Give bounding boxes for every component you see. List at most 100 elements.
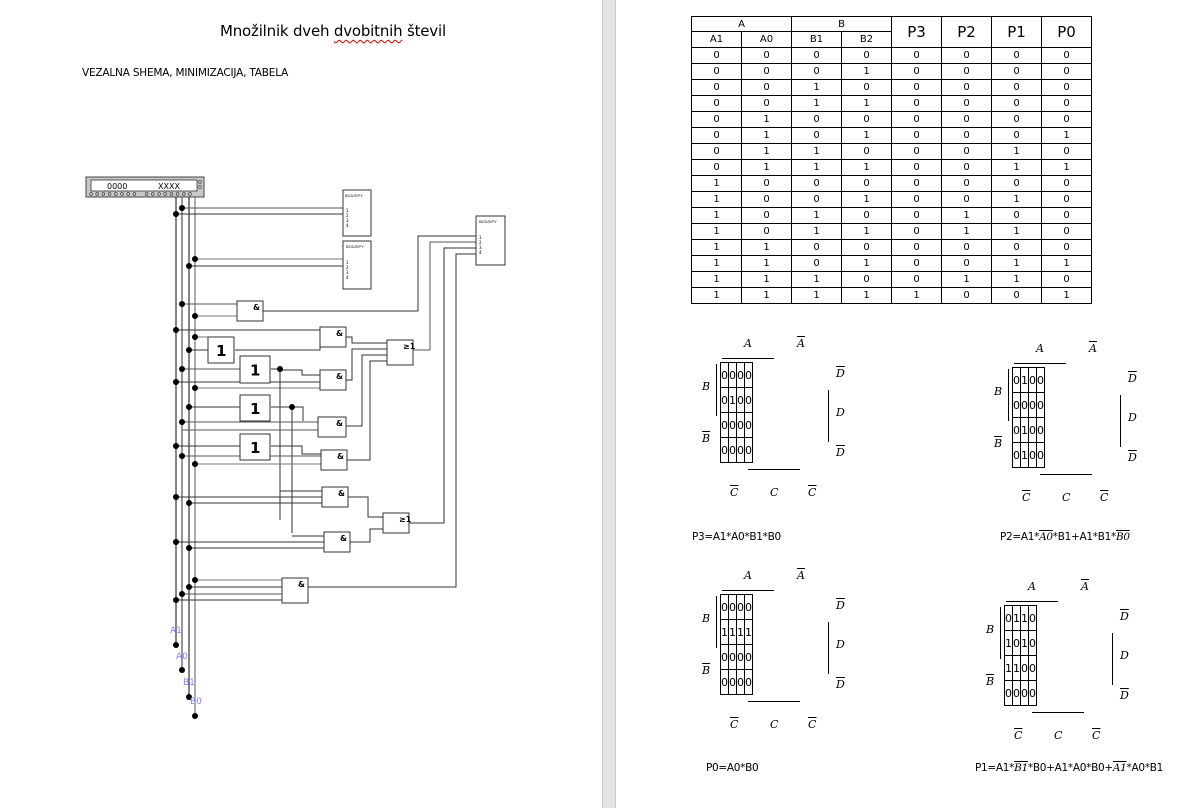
kmap-label-right-d: D [836, 638, 845, 651]
table-cell: 0 [841, 47, 892, 64]
table-cell: 0 [691, 111, 742, 128]
table-cell: 1 [991, 159, 1042, 176]
table-cell: 1 [741, 159, 792, 176]
table-cell: 0 [941, 287, 992, 304]
kmap-cell: 0 [720, 594, 729, 620]
kmap-bar-d [1112, 633, 1113, 685]
display-pin-label: 2 [346, 213, 349, 218]
wire [263, 235, 476, 312]
bcd-display-3[interactable]: BCD/DPY [475, 215, 506, 266]
table-cell: 1 [841, 255, 892, 272]
generator-pin [114, 192, 118, 196]
bcd-display-1[interactable]: BCD/DPY [342, 189, 372, 237]
display-label: BCD/DPY [346, 244, 364, 249]
kmap-bar-a [1006, 601, 1058, 602]
table-cell: 0 [891, 223, 942, 240]
table-cell: 1 [991, 223, 1042, 240]
table-cell: 1 [741, 127, 792, 144]
junction-dot [173, 443, 179, 449]
kmap-cell: 0 [720, 644, 729, 670]
table-cell: 0 [1041, 47, 1092, 64]
kmap-label-right-d1: D [1120, 610, 1129, 623]
formula-negated-term: A0 [1039, 531, 1053, 543]
display-pin-label: 3 [479, 245, 482, 250]
junction-dot [173, 494, 179, 500]
kmap-label-bottom-c2: C [1092, 729, 1101, 742]
bus-label: A1 [170, 626, 182, 636]
and-gate-p3-symbol: & [298, 580, 305, 589]
bcd-display-2[interactable]: BCD/DPY [342, 240, 372, 290]
table-cell: 0 [1041, 271, 1092, 288]
junction-dot [186, 347, 192, 353]
word-generator[interactable]: 0000 XXXX [85, 176, 205, 198]
kmap-label-right-d2: D [836, 446, 845, 459]
kmap-cell: 0 [1012, 680, 1021, 706]
kmap-label-bottom-c: C [1054, 729, 1063, 742]
kmap-label-bottom-c: C [770, 718, 779, 731]
kmap-cell: 0 [728, 594, 737, 620]
wire [409, 247, 476, 524]
table-cell: 0 [691, 95, 742, 112]
display-pin-label: 4 [346, 275, 349, 280]
display-pin-label: 3 [346, 218, 349, 223]
kmap-label-left-nb: B [702, 432, 711, 445]
and-gate-p1-b [319, 369, 347, 391]
junction-dot [289, 404, 295, 410]
table-cell: 1 [741, 239, 792, 256]
formula-text: P1=A1* [975, 762, 1015, 774]
junction-dot [186, 584, 192, 590]
kmap-bar-c [748, 701, 800, 702]
table-cell: 0 [1041, 95, 1092, 112]
kmap-cell: 0 [728, 669, 737, 695]
kmap-label-left-b: B [994, 385, 1003, 398]
table-cell: 0 [1041, 191, 1092, 208]
table-cell: 0 [891, 111, 942, 128]
kmap-cell: 0 [736, 387, 745, 413]
kmap-cell: 0 [744, 412, 753, 438]
table-cell: 1 [691, 255, 742, 272]
wire [235, 344, 321, 351]
junction-dot [192, 577, 198, 583]
table-cell: 0 [891, 63, 942, 80]
junction-dot [173, 211, 179, 217]
display-pin-label: 1 [346, 208, 349, 213]
formula-negated-term: B0 [1115, 531, 1130, 543]
kmap-cell: 0 [1028, 442, 1037, 468]
wire [346, 354, 387, 427]
formula-text: P3=A1*A0*B1*B0 [692, 531, 781, 543]
kmap-cell: 0 [744, 437, 753, 463]
kmap-cell: 0 [744, 387, 753, 413]
table-cell: 1 [791, 159, 842, 176]
table-cell: 1 [791, 143, 842, 160]
table-cell: 1 [841, 95, 892, 112]
table-cell: 0 [1041, 239, 1092, 256]
kmap-cell: 1 [736, 619, 745, 645]
table-cell: 0 [791, 255, 842, 272]
table-cell: 1 [691, 271, 742, 288]
generator-pin [157, 192, 161, 196]
kmap-cell: 0 [1012, 367, 1021, 393]
misspelled-word[interactable]: dvobitnih [333, 22, 403, 40]
generator-pin [198, 185, 202, 189]
kmap-cell: 0 [1020, 680, 1029, 706]
kmap-cell: 0 [1028, 655, 1037, 681]
kmap-formula-p1: P1=A1*B1*B0+A1*A0*B0+A1*A0*B1 [975, 762, 1163, 774]
kmap-bar-b [716, 364, 717, 416]
kmap-cell: 0 [1012, 417, 1021, 443]
formula-negated-term: B1 [1014, 762, 1028, 774]
display-label: BCD/DPY [479, 219, 497, 224]
kmap-cell: 1 [720, 619, 729, 645]
junction-dot [173, 597, 179, 603]
table-cell: 0 [891, 255, 942, 272]
kmap-cell: 1 [1020, 630, 1029, 656]
table-cell: 0 [991, 111, 1042, 128]
